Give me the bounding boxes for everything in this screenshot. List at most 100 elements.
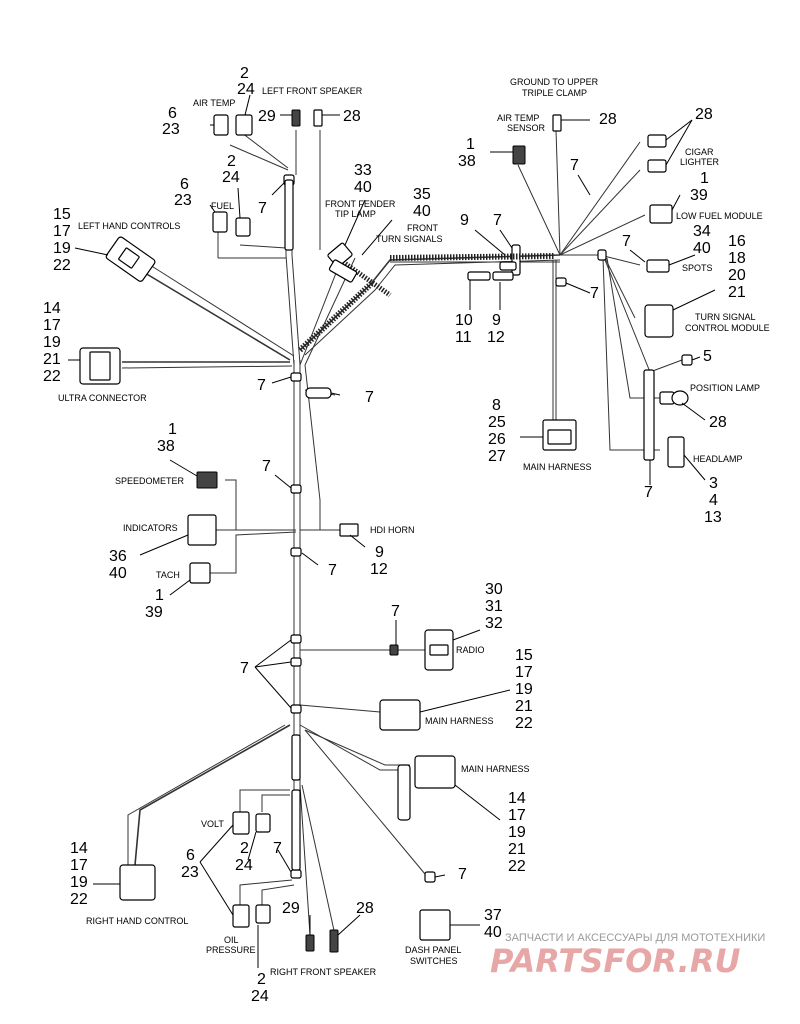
callout: 1: [155, 587, 164, 604]
callout: 14: [508, 790, 526, 807]
label-low-fuel-module: LOW FUEL MODULE: [676, 211, 763, 221]
label-front-fender-1: FRONT FENDER: [325, 199, 396, 209]
callout: 39: [690, 187, 708, 204]
label-position-lamp: POSITION LAMP: [690, 383, 760, 393]
callout: 12: [487, 329, 505, 346]
callout: 9: [375, 544, 384, 561]
watermark-line1: ЗАПЧАСТИ И АКСЕССУАРЫ ДЛЯ МОТОТЕХНИКИ: [505, 932, 765, 944]
callout: 11: [455, 329, 472, 346]
callout: 22: [515, 715, 533, 732]
callout: 23: [162, 121, 180, 138]
callout: 28: [343, 108, 361, 125]
callout: 6: [186, 847, 195, 864]
label-air-temp-sensor-2: SENSOR: [507, 123, 546, 133]
label-tsc-1: TURN SIGNAL: [695, 312, 756, 322]
label-right-front-speaker: RIGHT FRONT SPEAKER: [270, 967, 377, 977]
callout: 1: [168, 421, 177, 438]
callout: 28: [695, 106, 713, 123]
callout: 2: [257, 971, 266, 988]
label-ground-clamp-2: TRIPLE CLAMP: [522, 88, 587, 98]
callout: 19: [43, 334, 61, 351]
callout: 37: [484, 907, 502, 924]
label-left-front-speaker: LEFT FRONT SPEAKER: [262, 86, 363, 96]
callout: 7: [644, 484, 653, 501]
callout: 7: [257, 377, 266, 394]
callout: 15: [53, 206, 71, 223]
callout: 7: [365, 389, 374, 406]
callout: 19: [508, 824, 526, 841]
callout: 17: [515, 664, 533, 681]
callout: 7: [273, 840, 282, 857]
callout: 1: [700, 170, 709, 187]
callout: 21: [43, 351, 61, 368]
label-main-harness-top: MAIN HARNESS: [523, 462, 592, 472]
callout: 16: [728, 233, 746, 250]
callout: 2: [227, 153, 236, 170]
watermark-logo: PARTSFOR.RU: [490, 942, 740, 980]
callout: 14: [43, 300, 61, 317]
label-speedometer: SPEEDOMETER: [115, 476, 185, 486]
callout: 40: [413, 203, 431, 220]
label-main-harness-low: MAIN HARNESS: [461, 764, 530, 774]
callout: 32: [485, 615, 503, 632]
callout: 28: [356, 900, 374, 917]
connectors: [79, 109, 693, 953]
label-dash-panel-1: DASH PANEL: [405, 945, 461, 955]
label-ultra-connector: ULTRA CONNECTOR: [58, 393, 147, 403]
label-right-hand-control: RIGHT HAND CONTROL: [86, 916, 188, 926]
label-main-harness-mid: MAIN HARNESS: [425, 716, 494, 726]
callout: 17: [508, 807, 526, 824]
callout: 12: [370, 561, 388, 578]
callout: 2: [240, 840, 249, 857]
label-air-temp-sensor-1: AIR TEMP: [497, 113, 539, 123]
callout: 36: [109, 548, 127, 565]
callout: 22: [53, 257, 71, 274]
callout: 7: [240, 660, 249, 677]
callout: 24: [251, 988, 269, 1005]
callout: 24: [237, 81, 255, 98]
label-cigar-2: LIGHTER: [680, 157, 720, 167]
label-front-fender-2: TIP LAMP: [335, 209, 376, 219]
callout: 40: [484, 924, 502, 941]
callout: 17: [70, 857, 88, 874]
callout: 8: [492, 397, 501, 414]
callout: 7: [570, 157, 579, 174]
harness-clips: [283, 174, 655, 879]
leader-lines: [68, 94, 716, 968]
label-cigar-1: CIGAR: [685, 147, 714, 157]
callout: 33: [354, 162, 372, 179]
watermark: ЗАПЧАСТИ И АКСЕССУАРЫ ДЛЯ МОТОТЕХНИКИ PA…: [490, 932, 765, 980]
callout: 25: [488, 414, 506, 431]
callout: 18: [728, 250, 746, 267]
callout: 7: [458, 866, 467, 883]
callout: 20: [728, 267, 746, 284]
callout: 3: [709, 475, 718, 492]
label-indicators: INDICATORS: [123, 523, 178, 533]
callout: 31: [485, 598, 503, 615]
label-front-turn-signals-1: FRONT: [407, 223, 438, 233]
callout: 26: [488, 431, 506, 448]
callout: 19: [53, 240, 71, 257]
callout-numbers: 2 24 6 23 29 28 2 24 6 23 7 33 40 35 40 …: [43, 65, 746, 1005]
callout: 15: [515, 647, 533, 664]
callout: 7: [391, 603, 400, 620]
callout: 40: [354, 179, 372, 196]
callout: 17: [53, 223, 71, 240]
callout: 40: [109, 565, 127, 582]
label-oil-2: PRESSURE: [206, 945, 256, 955]
callout: 10: [455, 312, 473, 329]
callout: 34: [693, 223, 711, 240]
callout: 14: [70, 840, 88, 857]
callout: 1: [466, 136, 475, 153]
callout: 28: [599, 111, 617, 128]
callout: 19: [70, 874, 88, 891]
callout: 7: [622, 233, 631, 250]
callout: 9: [460, 212, 469, 229]
callout: 29: [282, 900, 300, 917]
callout: 7: [258, 200, 267, 217]
label-tsc-2: CONTROL MODULE: [685, 323, 770, 333]
callout: 7: [493, 212, 502, 229]
callout: 9: [492, 312, 501, 329]
callout: 39: [145, 604, 163, 621]
